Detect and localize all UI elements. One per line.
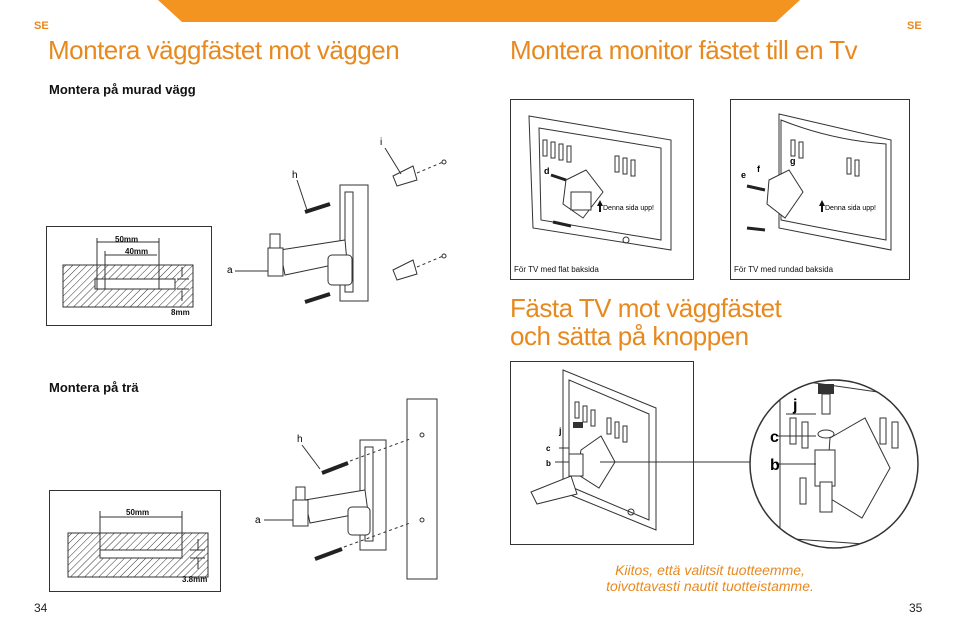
attach-label-c: c [546,444,551,453]
attach-section-title-line1: Fästa TV mot väggfästet [510,293,782,323]
attach-label-j: j [558,426,562,436]
masonry-dim-depth: 8mm [171,308,190,317]
rounded-back-tv-diagram: e f g Denna sida upp! För TV med rundad … [730,99,910,280]
left-page-number: 34 [34,601,48,615]
wood-drill-diagram: 50mm 3.8mm [49,490,221,592]
top-banner [158,0,800,22]
masonry-heading: Montera på murad vägg [49,82,196,97]
wood-label-a: a [255,515,261,526]
wood-label-h: h [297,434,303,445]
thanks-line-1: Kiitos, että valitsit tuotteemme, [615,562,805,578]
attach-section-title-line2: och sätta på knoppen [510,321,749,351]
thanks-line-2: toivottavasti nautit tuotteistamme. [606,578,814,594]
wood-bracket-illustration: h a [255,398,438,580]
flat-label-d: d [544,166,550,176]
wood-dim-outer: 50mm [126,508,150,517]
wood-heading: Montera på trä [49,380,139,395]
flat-caption: För TV med flat baksida [514,265,599,274]
zoom-label-b: b [770,457,780,474]
flat-back-tv-diagram: d Denna sida upp! För TV med flat baksid… [510,99,694,280]
wood-dim-depth: 3.8mm [182,575,208,584]
masonry-drill-diagram: 50mm 40mm 8mm [46,226,212,326]
left-page-title: Montera väggfästet mot väggen [48,35,400,65]
label-h: h [292,170,298,181]
zoom-label-j: j [792,397,797,414]
round-label-g: g [790,156,796,166]
attach-tv-diagram: j c b [510,361,694,545]
round-label-f: f [757,164,761,174]
label-i: i [380,137,382,148]
zoom-label-c: c [770,429,779,446]
round-label-e: e [741,170,746,180]
right-lang-tag: SE [907,20,922,32]
masonry-dim-inner: 40mm [125,247,149,256]
thanks-message: Kiitos, että valitsit tuotteemme, toivot… [560,562,860,594]
masonry-bracket-illustration: i h a [227,137,447,304]
flat-up-label: Denna sida upp! [603,205,654,212]
masonry-dim-outer: 50mm [115,235,139,244]
round-caption: För TV med rundad baksida [734,265,834,274]
right-page-number: 35 [909,601,923,615]
left-lang-tag: SE [34,20,49,32]
label-a: a [227,265,233,276]
round-up-label: Denna sida upp! [825,205,876,212]
zoom-detail-circle: j c b [600,379,919,549]
right-page-title: Montera monitor fästet till en Tv [510,35,858,65]
attach-label-b: b [546,459,551,468]
